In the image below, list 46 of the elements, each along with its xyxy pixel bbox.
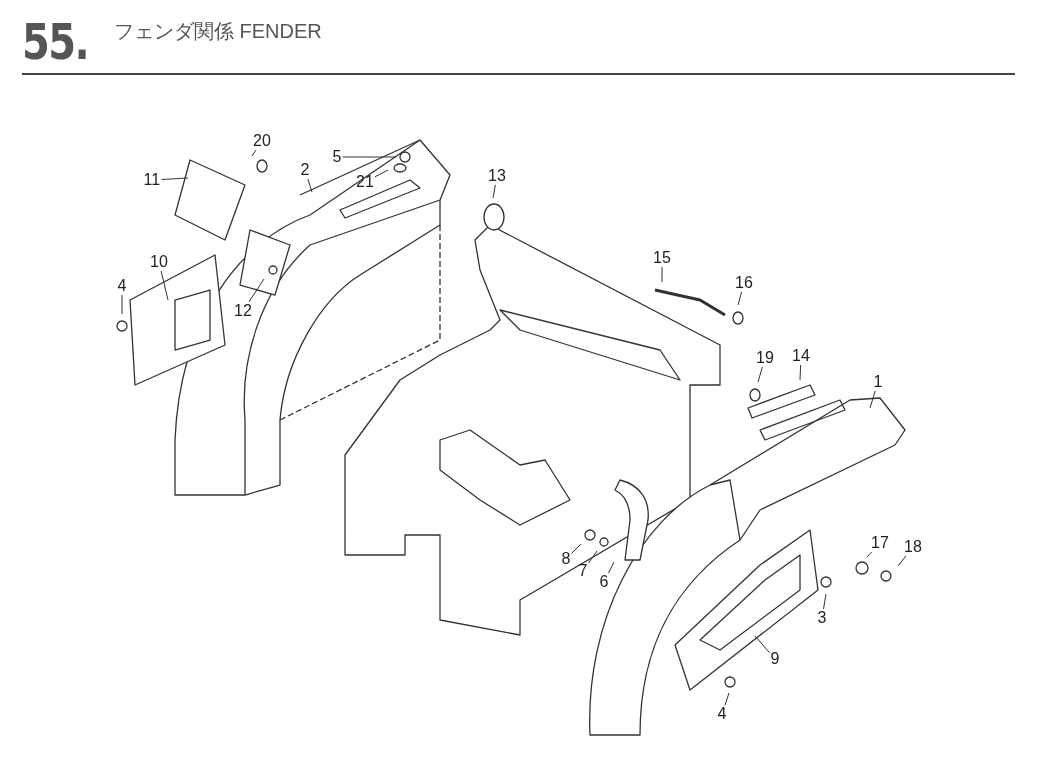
leader-line — [866, 551, 873, 558]
leader-line — [588, 550, 598, 564]
callout-number: 7 — [577, 562, 589, 580]
leader-line — [160, 270, 169, 301]
leader-line — [799, 364, 802, 381]
callout-number: 3 — [816, 609, 828, 627]
leader-line — [161, 177, 189, 180]
callout-number: 16 — [734, 274, 754, 292]
leader-line — [724, 692, 730, 706]
leader-line — [823, 593, 827, 610]
leader-line — [248, 278, 265, 303]
leader-line — [251, 149, 257, 157]
callout-number: 2 — [299, 161, 311, 179]
callout-number: 12 — [233, 302, 253, 320]
leader-line — [869, 390, 876, 409]
callout-number: 4 — [716, 705, 728, 723]
leader-line — [374, 169, 389, 178]
leader-line — [121, 294, 123, 315]
callout-number: 9 — [769, 650, 781, 668]
callout-number: 21 — [355, 173, 375, 191]
leader-line — [492, 184, 496, 199]
callout-number: 10 — [149, 253, 169, 271]
leader-line — [608, 561, 615, 574]
leader-line — [307, 178, 313, 193]
callout-number: 1 — [872, 373, 884, 391]
callout-number: 15 — [652, 249, 672, 267]
callout-number: 8 — [560, 550, 572, 568]
callout-number: 13 — [487, 167, 507, 185]
section-number: 55. — [22, 14, 89, 70]
callout-number: 5 — [331, 148, 343, 166]
title: フェンダ関係 FENDER — [114, 20, 323, 43]
callout-number: 18 — [903, 538, 923, 556]
callout-number: 4 — [116, 277, 128, 295]
leader-line — [897, 555, 907, 567]
callout-number: 6 — [598, 573, 610, 591]
callout-number: 20 — [252, 132, 272, 150]
callout-number: 17 — [870, 534, 890, 552]
leader-line — [754, 635, 770, 654]
leader-line — [342, 156, 397, 158]
leader-line — [757, 366, 763, 383]
callout-number: 11 — [142, 171, 162, 189]
leader-line — [661, 266, 663, 283]
callout-number: 19 — [755, 349, 775, 367]
leader-line — [571, 543, 582, 554]
leader-line — [737, 291, 743, 306]
callout-number: 14 — [791, 347, 811, 365]
